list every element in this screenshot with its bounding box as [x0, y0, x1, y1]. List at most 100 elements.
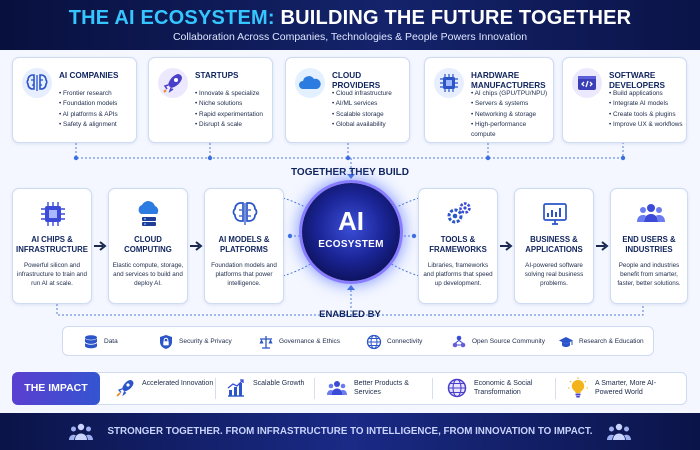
pillar-description: Libraries, frameworks and platforms that…: [423, 262, 493, 287]
globe-icon: [447, 378, 467, 398]
graduation-cap-icon: [559, 337, 573, 347]
growth-chart-icon: [227, 379, 244, 397]
enabler-security-privacy: Security & Privacy: [158, 334, 253, 350]
enabler-connectivity: Connectivity: [366, 334, 441, 350]
pillar-ai-models: AI MODELS & PLATFORMS Foundation models …: [204, 188, 284, 304]
card-title: AI COMPANIES: [59, 71, 119, 80]
card-cloud-providers: CLOUD PROVIDERS Cloud infrastructure AI/…: [285, 57, 410, 143]
rocket-icon: [158, 68, 188, 98]
card-title: HARDWARE MANUFACTURERS: [471, 71, 546, 90]
impact-better-products: Better Products & Services: [326, 376, 426, 401]
pillar-cloud-computing: CLOUD COMPUTING Elastic compute, storage…: [108, 188, 188, 304]
list-item: Cloud infrastructure: [332, 89, 407, 99]
list-item: Integrate AI models: [609, 99, 684, 109]
chip-icon: [41, 202, 65, 226]
footer-slogan: STRONGER TOGETHER. FROM INFRASTRUCTURE T…: [107, 426, 593, 437]
impact-divider: [215, 378, 216, 399]
enabler-research-education: Research & Education: [558, 334, 653, 350]
list-item: AI chips (GPU/TPU/NPU): [471, 89, 551, 99]
impact-divider: [555, 378, 556, 399]
list-item: Disrupt & scale: [195, 120, 270, 130]
pillar-business-applications: BUSINESS & APPLICATIONS AI-powered softw…: [514, 188, 594, 304]
enabler-open-source-community: Open Source Community: [451, 334, 561, 350]
pillar-title: AI MODELS & PLATFORMS: [218, 235, 270, 254]
enablers-bar: Data Security & Privacy Governance & Eth…: [62, 326, 654, 356]
dashboard-icon: [543, 203, 567, 225]
cloud-server-icon: [138, 201, 159, 226]
pillar-description: Foundation models and platforms that pow…: [211, 262, 277, 287]
people-icon: [327, 381, 347, 395]
list-item: Scalable storage: [332, 110, 407, 120]
list-item: Build applications: [609, 89, 684, 99]
card-list: Frontier research Foundation models AI p…: [59, 89, 134, 130]
lock-shield-icon: [160, 335, 172, 349]
pillar-title: CLOUD COMPUTING: [124, 235, 172, 254]
rocket-icon: [116, 380, 134, 397]
page-subtitle: Collaboration Across Companies, Technolo…: [172, 31, 528, 43]
code-window-icon: [572, 68, 602, 98]
users-icon: [637, 204, 665, 222]
list-item: Foundation models: [59, 99, 134, 109]
cloud-icon: [295, 68, 325, 98]
impact-scalable-growth: Scalable Growth: [225, 376, 320, 401]
footer-banner: STRONGER TOGETHER. FROM INFRASTRUCTURE T…: [0, 413, 700, 450]
list-item: Create tools & plugins: [609, 110, 684, 120]
brain-circuit-icon: [22, 68, 52, 98]
card-ai-companies: AI COMPANIES Frontier research Foundatio…: [12, 57, 137, 143]
scales-icon: [259, 336, 273, 349]
list-item: Networking & storage: [471, 110, 551, 120]
pillar-end-users: END USERS & INDUSTRIES People and indust…: [610, 188, 688, 304]
list-item: Niche solutions: [195, 99, 270, 109]
impact-smarter-world: A Smarter, More AI-Powered World: [567, 376, 682, 401]
page-title: THE AI ECOSYSTEM: BUILDING THE FUTURE TO…: [68, 7, 632, 29]
card-software-developers: SOFTWARE DEVELOPERS Build applications I…: [562, 57, 687, 143]
impact-economic-social: Economic & Social Transformation: [446, 376, 556, 401]
arrow-right-icon: [94, 241, 107, 251]
pillar-description: Powerful silicon and infrastructure to t…: [16, 262, 87, 287]
list-item: Innovate & specialize: [195, 89, 270, 99]
enabler-data: Data: [83, 334, 143, 350]
core-subtitle: ECOSYSTEM: [318, 239, 384, 250]
card-title: SOFTWARE DEVELOPERS: [609, 71, 665, 90]
people-icon: [69, 423, 93, 440]
header-banner: THE AI ECOSYSTEM: BUILDING THE FUTURE TO…: [0, 0, 700, 50]
pillar-tools-frameworks: TOOLS & FRAMEWORKS Libraries, frameworks…: [418, 188, 498, 304]
chip-icon: [434, 68, 464, 98]
impact-divider: [314, 378, 315, 399]
list-item: AI/ML services: [332, 99, 407, 109]
pillar-title: BUSINESS & APPLICATIONS: [525, 235, 583, 254]
list-item: Global availability: [332, 120, 407, 130]
arrow-right-icon: [500, 241, 513, 251]
list-item: Servers & systems: [471, 99, 551, 109]
database-icon: [84, 335, 98, 349]
arrow-right-icon: [190, 241, 203, 251]
pillar-title: AI CHIPS & INFRASTRUCTURE: [16, 235, 88, 254]
list-item: High-performance compute: [471, 120, 551, 141]
pillar-title: TOOLS & FRAMEWORKS: [429, 235, 487, 254]
card-title: STARTUPS: [195, 71, 239, 80]
list-item: AI platforms & APIs: [59, 110, 134, 120]
impact-label: THE IMPACT: [12, 372, 100, 405]
pillar-title: END USERS & INDUSTRIES: [622, 235, 676, 254]
arrow-right-icon: [596, 241, 609, 251]
list-item: Rapid experimentation: [195, 110, 270, 120]
card-list: Cloud infrastructure AI/ML services Scal…: [332, 89, 407, 130]
pillar-description: People and industries benefit from smart…: [617, 262, 681, 287]
pillar-ai-chips: AI CHIPS & INFRASTRUCTURE Powerful silic…: [12, 188, 92, 304]
together-label: TOGETHER THEY BUILD: [291, 167, 409, 178]
ai-ecosystem-core: AI ECOSYSTEM: [302, 183, 400, 281]
globe-icon: [366, 334, 382, 350]
enabler-governance-ethics: Governance & Ethics: [258, 334, 358, 350]
impact-divider: [432, 378, 433, 399]
people-icon: [607, 423, 631, 440]
list-item: Safety & alignment: [59, 120, 134, 130]
core-title: AI: [338, 206, 364, 236]
card-title: CLOUD PROVIDERS: [332, 71, 381, 90]
pillar-description: Elastic compute, storage, and services t…: [112, 262, 184, 287]
card-list: Innovate & specialize Niche solutions Ra…: [195, 89, 270, 130]
card-startups: STARTUPS Innovate & specialize Niche sol…: [148, 57, 273, 143]
impact-accelerated-innovation: Accelerated Innovation: [114, 376, 224, 401]
brain-icon: [232, 202, 258, 225]
list-item: Frontier research: [59, 89, 134, 99]
card-list: Build applications Integrate AI models C…: [609, 89, 684, 130]
